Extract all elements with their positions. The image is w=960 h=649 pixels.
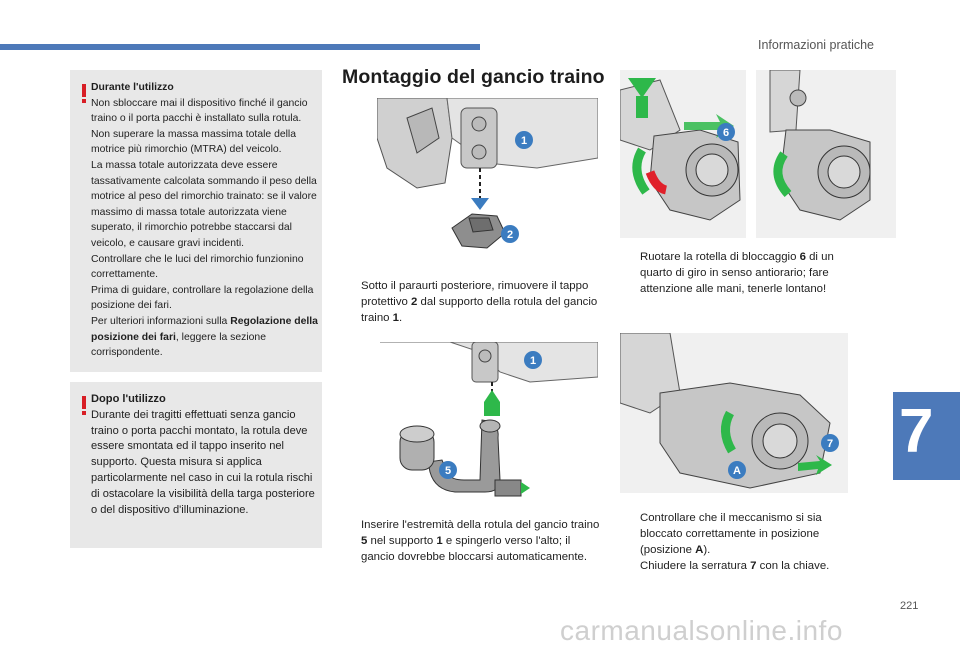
step-close-lock: Chiudere la serratura 7 con la chiave. xyxy=(640,560,830,572)
note-title: Dopo l'utilizzo xyxy=(91,393,166,405)
page-title: Montaggio del gancio traino xyxy=(342,66,605,88)
step-rotate-wheel: Ruotare la rotella di bloccaggio 6 di un… xyxy=(640,251,834,295)
step-remove-cap: Sotto il paraurti posteriore, rimuovere … xyxy=(361,280,598,324)
note-line: Non sbloccare mai il dispositivo finché … xyxy=(91,97,308,125)
callout-1: 1 xyxy=(530,355,536,367)
note-body: Durante dei tragitti effettuati senza ga… xyxy=(91,408,315,516)
reference-link-text: Regolazione della posizione dei fari xyxy=(91,315,318,343)
callout-7: 7 xyxy=(827,438,833,450)
figure-check-lock: 7 A xyxy=(620,333,848,493)
step-insert-towball: Inserire l'estremità della rotula del ga… xyxy=(361,519,600,563)
callout-1: 1 xyxy=(521,135,527,147)
warning-note-text: Durante l'utilizzo Non sbloccare mai il … xyxy=(91,80,319,361)
chapter-number: 7 xyxy=(899,397,934,466)
figure-insert-towball: 1 5 xyxy=(380,342,598,502)
warning-note-during-use: Durante l'utilizzo Non sbloccare mai il … xyxy=(70,70,322,372)
figure-remove-cap: 1 2 xyxy=(377,98,598,258)
note-line: Controllare che le luci del rimorchio fu… xyxy=(91,253,304,281)
exclamation-icon xyxy=(79,396,89,416)
watermark: carmanualsonline.info xyxy=(560,615,843,646)
top-accent-bar xyxy=(0,44,480,50)
note-line: Non superare la massa massima totale del… xyxy=(91,128,297,156)
figure-rotate-wheel: 6 xyxy=(620,70,896,238)
page-number: 221 xyxy=(900,600,919,612)
callout-a: A xyxy=(733,465,741,477)
warning-note-text: Dopo l'utilizzo Durante dei tragitti eff… xyxy=(91,392,319,518)
note-line: La massa totale autorizzata deve essere … xyxy=(91,159,317,249)
running-header: Informazioni pratiche xyxy=(757,38,874,52)
note-reference: Per ulteriori informazioni sulla Regolaz… xyxy=(91,315,318,359)
exclamation-icon xyxy=(79,84,89,104)
callout-5: 5 xyxy=(445,465,451,477)
note-title: Durante l'utilizzo xyxy=(91,82,174,93)
warning-note-after-use: Dopo l'utilizzo Durante dei tragitti eff… xyxy=(70,382,322,548)
callout-6: 6 xyxy=(723,127,729,139)
chapter-tab: 7 xyxy=(893,392,960,480)
callout-2: 2 xyxy=(507,229,513,241)
note-line: Prima di guidare, controllare la regolaz… xyxy=(91,284,314,312)
step-check-lock: Controllare che il meccanismo si sia blo… xyxy=(640,512,822,556)
